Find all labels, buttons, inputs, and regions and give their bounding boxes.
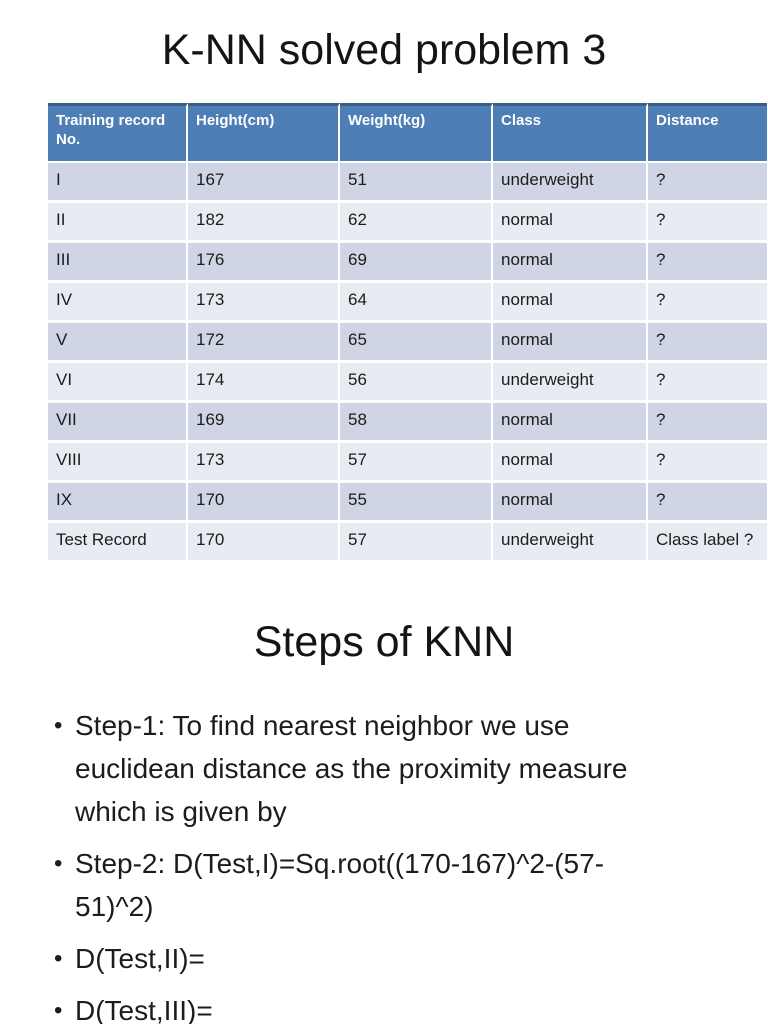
slide-title: K-NN solved problem 3 <box>161 26 607 74</box>
table-row: IX 170 55 normal ? <box>48 483 767 523</box>
cell-record-no: Test Record <box>48 523 188 563</box>
cell-class: underweight <box>493 523 648 563</box>
bullet-item-step2: • Step-2: D(Test,I)=Sq.root((170-167)^2-… <box>48 842 710 928</box>
cell-weight: 62 <box>340 203 493 243</box>
cell-height: 173 <box>188 283 340 323</box>
cell-weight: 57 <box>340 523 493 563</box>
cell-distance: ? <box>648 163 767 203</box>
table-row: IV 173 64 normal ? <box>48 283 767 323</box>
cell-distance: ? <box>648 483 767 523</box>
cell-height: 170 <box>188 523 340 563</box>
cell-record-no: VIII <box>48 443 188 483</box>
cell-distance: ? <box>648 203 767 243</box>
cell-weight: 57 <box>340 443 493 483</box>
bullet-text: Step-1: To find nearest neighbor we use … <box>75 710 628 827</box>
cell-record-no: III <box>48 243 188 283</box>
cell-class: normal <box>493 483 648 523</box>
cell-record-no: IV <box>48 283 188 323</box>
cell-height: 167 <box>188 163 340 203</box>
cell-height: 182 <box>188 203 340 243</box>
cell-record-no: I <box>48 163 188 203</box>
cell-height: 176 <box>188 243 340 283</box>
table-row: VI 174 56 underweight ? <box>48 363 767 403</box>
bullet-list: • Step-1: To find nearest neighbor we us… <box>48 704 710 1024</box>
col-header-class: Class <box>493 103 648 163</box>
bullet-icon: • <box>54 997 63 1024</box>
cell-record-no: VII <box>48 403 188 443</box>
cell-distance: ? <box>648 243 767 283</box>
bullet-icon: • <box>54 945 63 972</box>
table-row: III 176 69 normal ? <box>48 243 767 283</box>
table-row: I 167 51 underweight ? <box>48 163 767 203</box>
col-header-distance: Distance <box>648 103 767 163</box>
bullet-item-dtest3: • D(Test,III)= <box>48 989 710 1024</box>
cell-height: 172 <box>188 323 340 363</box>
bullet-icon: • <box>54 850 63 877</box>
cell-distance: ? <box>648 363 767 403</box>
cell-record-no: V <box>48 323 188 363</box>
cell-distance: ? <box>648 443 767 483</box>
steps-title: Steps of KNN <box>253 618 515 666</box>
cell-height: 173 <box>188 443 340 483</box>
cell-class: underweight <box>493 163 648 203</box>
cell-class: normal <box>493 443 648 483</box>
knn-table: Training record No. Height(cm) Weight(kg… <box>48 103 767 563</box>
table-header-row: Training record No. Height(cm) Weight(kg… <box>48 103 767 163</box>
cell-distance: Class label ? <box>648 523 767 563</box>
table-row: VIII 173 57 normal ? <box>48 443 767 483</box>
col-header-weight: Weight(kg) <box>340 103 493 163</box>
cell-weight: 65 <box>340 323 493 363</box>
cell-weight: 51 <box>340 163 493 203</box>
bullet-text: D(Test,III)= <box>75 995 213 1024</box>
cell-weight: 55 <box>340 483 493 523</box>
cell-weight: 69 <box>340 243 493 283</box>
cell-height: 170 <box>188 483 340 523</box>
bullet-icon: • <box>54 712 63 739</box>
cell-height: 169 <box>188 403 340 443</box>
col-header-height: Height(cm) <box>188 103 340 163</box>
table-row: V 172 65 normal ? <box>48 323 767 363</box>
cell-height: 174 <box>188 363 340 403</box>
cell-distance: ? <box>648 323 767 363</box>
bullet-text: Step-2: D(Test,I)=Sq.root((170-167)^2-(5… <box>75 848 605 922</box>
col-header-training-record: Training record No. <box>48 103 188 163</box>
bullet-item-step1: • Step-1: To find nearest neighbor we us… <box>48 704 710 833</box>
cell-distance: ? <box>648 403 767 443</box>
table-row: II 182 62 normal ? <box>48 203 767 243</box>
bullet-text: D(Test,II)= <box>75 943 205 974</box>
cell-distance: ? <box>648 283 767 323</box>
cell-class: normal <box>493 203 648 243</box>
cell-class: normal <box>493 403 648 443</box>
cell-class: normal <box>493 323 648 363</box>
cell-weight: 56 <box>340 363 493 403</box>
cell-weight: 58 <box>340 403 493 443</box>
cell-record-no: IX <box>48 483 188 523</box>
cell-record-no: II <box>48 203 188 243</box>
table-row: VII 169 58 normal ? <box>48 403 767 443</box>
cell-class: underweight <box>493 363 648 403</box>
cell-record-no: VI <box>48 363 188 403</box>
cell-class: normal <box>493 283 648 323</box>
cell-class: normal <box>493 243 648 283</box>
bullet-item-dtest2: • D(Test,II)= <box>48 937 710 980</box>
table-row-test-record: Test Record 170 57 underweight Class lab… <box>48 523 767 563</box>
cell-weight: 64 <box>340 283 493 323</box>
